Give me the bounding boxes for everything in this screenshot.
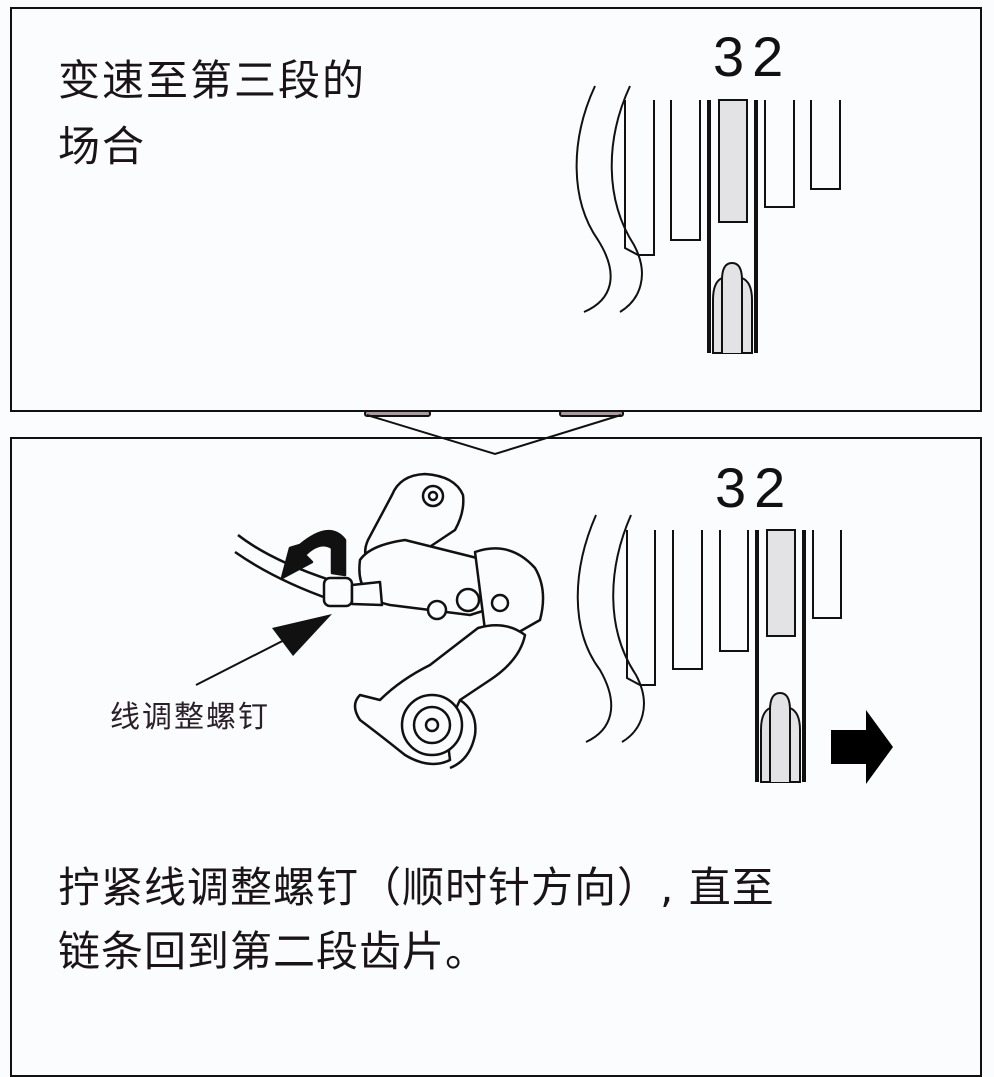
top-gear-numbers: 32 bbox=[713, 25, 792, 88]
instruction-line-2: 链条回到第二段齿片。 bbox=[58, 927, 489, 976]
cable-adjust-screw-label: 线调整螺钉 bbox=[110, 700, 270, 735]
bottom-panel bbox=[10, 437, 982, 1077]
top-panel-title: 变速至第三段的 场合 bbox=[58, 48, 458, 180]
bottom-cassette bbox=[576, 514, 842, 783]
rear-derailleur-illustration bbox=[234, 472, 545, 770]
top-panel bbox=[10, 7, 982, 412]
callout-pointer-arrow-icon bbox=[195, 614, 332, 686]
bottom-instruction-text: 拧紧线调整螺钉（顺时针方向）, 直至 链条回到第二段齿片。 bbox=[58, 856, 938, 984]
right-arrow-icon bbox=[831, 710, 893, 784]
instruction-line-1: 拧紧线调整螺钉（顺时针方向）, 直至 bbox=[58, 863, 775, 912]
top-cassette bbox=[575, 85, 841, 354]
down-chevron-icon bbox=[364, 410, 624, 456]
bottom-gear-numbers: 32 bbox=[715, 456, 794, 519]
clockwise-rotation-arrow-icon bbox=[280, 530, 347, 580]
diagram-drawing bbox=[195, 85, 893, 784]
top-title-line-2: 场合 bbox=[58, 122, 147, 171]
top-title-line-1: 变速至第三段的 bbox=[58, 56, 367, 105]
